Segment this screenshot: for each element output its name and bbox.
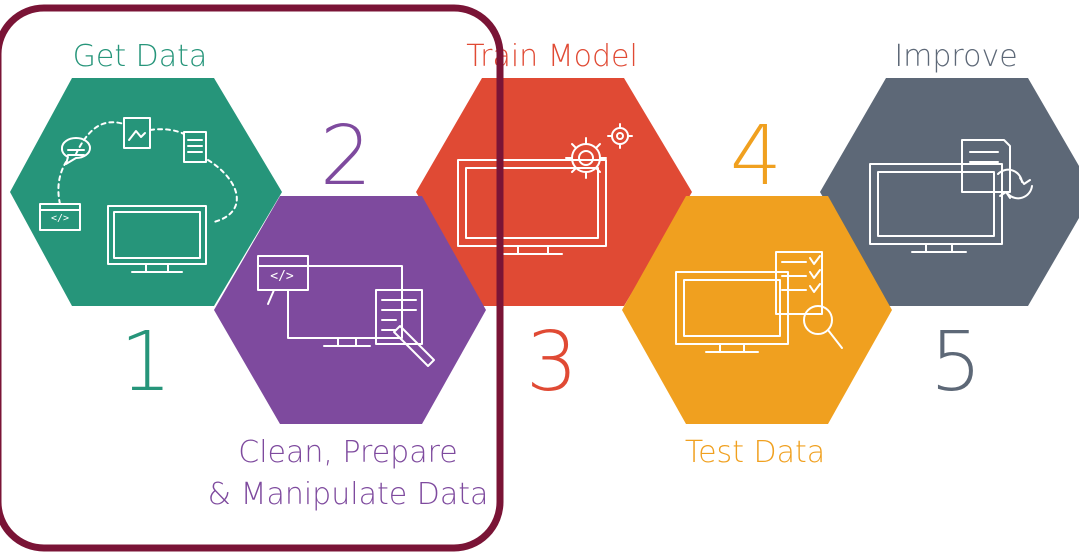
step-2-number: 2 bbox=[320, 109, 372, 204]
step-1-label: Get Data bbox=[73, 39, 208, 74]
computer-checklist-search-icon bbox=[675, 251, 843, 353]
step-2-label-line-1: Clean, Prepare bbox=[238, 435, 457, 470]
computer-data-sources-icon bbox=[39, 117, 238, 273]
hexagon-step-2 bbox=[214, 196, 486, 424]
computer-document-refresh-icon bbox=[869, 139, 1033, 253]
step-2-label-line-2: & Manipulate Data bbox=[208, 477, 489, 512]
code-tag-small: </> bbox=[51, 213, 69, 224]
computer-gears-icon bbox=[457, 123, 633, 255]
step-5-label: Improve bbox=[894, 39, 1017, 74]
step-4-number: 4 bbox=[730, 109, 782, 204]
step-5-number: 5 bbox=[930, 315, 982, 410]
code-tag: </> bbox=[270, 269, 294, 284]
hexagon-step-5 bbox=[820, 78, 1079, 306]
step-4-label: Test Data bbox=[685, 435, 825, 470]
step-3-number: 3 bbox=[526, 315, 578, 410]
computer-code-edit-icon bbox=[257, 255, 435, 367]
step-1-number: 1 bbox=[120, 315, 172, 410]
step-3-label: Train Model bbox=[466, 39, 638, 74]
hexagon-step-4 bbox=[622, 196, 892, 424]
highlight-frame bbox=[0, 4, 504, 552]
hexagon-step-1 bbox=[10, 78, 282, 306]
